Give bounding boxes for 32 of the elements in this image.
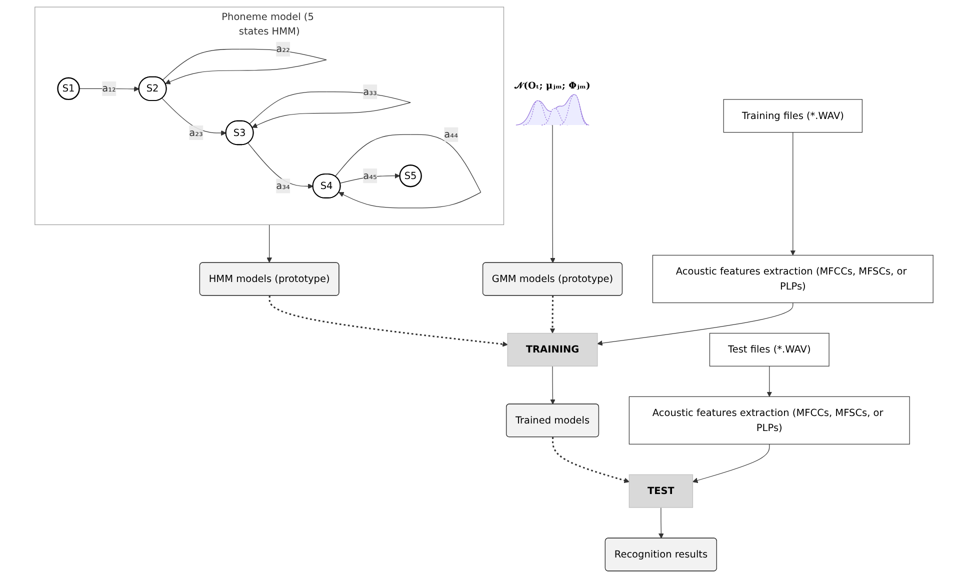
formula-label: 𝒩(Oₜ; μⱼₘ; Φⱼₘ) [514,80,590,91]
arrow [766,365,772,396]
arrow [162,98,226,136]
edge-label: a₂₂ [276,42,290,54]
edge-label: a₁₂ [102,82,116,94]
edge-label: a₄₅ [363,169,377,181]
node-circle: S1 [57,76,80,100]
node-box: Acoustic features extraction (MFCCs, MFSCs, or PLPs) [628,396,910,444]
node-box: Acoustic features extraction (MFCCs, MFSCs, or PLPs) [652,254,934,303]
arrow [552,436,630,483]
node-box: TRAINING [507,332,598,366]
node-box: TEST [628,474,694,508]
arrow [268,295,508,346]
node-circle: S5 [399,164,422,187]
edge-label: a₄₄ [444,128,458,140]
edge-label: a₃₃ [363,85,377,97]
arrow [597,302,794,346]
arrow [550,295,556,333]
arrow [249,91,411,128]
edge-label: a₃₄ [276,179,290,191]
arrow [334,134,482,208]
arrow [162,48,327,84]
edge-label: a₂₃ [189,126,203,138]
arrow [248,142,314,188]
arrow [692,443,770,483]
node-box: Test files (*.WAV) [709,332,830,366]
arrow [550,365,556,404]
arrow [266,224,272,262]
node-box: Training files (*.WAV) [723,98,862,132]
arrow [550,124,556,263]
arrow [658,506,664,538]
arrow [790,132,796,255]
